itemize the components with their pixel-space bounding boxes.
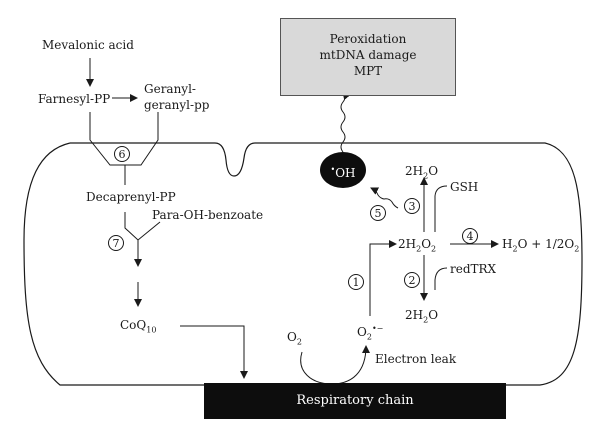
step-5-circle: 5	[370, 205, 386, 221]
para-oh-benzoate-label: Para-OH-benzoate	[152, 208, 264, 222]
step-7-circle: 7	[108, 235, 124, 251]
step-6-circle: 6	[114, 146, 130, 162]
h2o-half-o2-label: H2O + 1/2O2	[502, 237, 580, 254]
curve-redtrx	[434, 267, 448, 290]
gsh-label: GSH	[450, 180, 479, 194]
decaprenyl-pp-label: Decaprenyl-PP	[86, 190, 176, 204]
farnesyl-pp-label: Farnesyl-PP	[38, 92, 111, 106]
redtrx-label: redTRX	[450, 262, 497, 276]
coq10-label: CoQ10	[120, 318, 157, 335]
damage-mpt: MPT	[353, 64, 383, 78]
o2-label: O2	[287, 330, 302, 347]
arrow-superoxide-h2o2	[369, 240, 397, 316]
geranyl-label-1: Geranyl-	[144, 82, 196, 96]
damage-mtdna: mtDNA damage	[319, 48, 417, 62]
mevalonic-acid-label: Mevalonic acid	[42, 38, 134, 52]
hydroxyl-radical: •OH	[320, 152, 366, 188]
curve-step-3	[434, 185, 448, 232]
h2o-top-label: 2H2O	[405, 164, 439, 181]
step-4-circle: 4	[462, 228, 478, 244]
arrow-coq10-resp	[180, 325, 248, 379]
electron-leak-label: Electron leak	[375, 352, 457, 366]
y-junction-step-7	[124, 212, 161, 241]
step-1-circle: 1	[348, 274, 364, 290]
step-2-circle: 2	[404, 272, 420, 288]
respiratory-chain-bar: Respiratory chain	[204, 383, 506, 419]
h2o2-label: 2H2O2	[398, 237, 437, 254]
damage-box: Peroxidation mtDNA damage MPT	[280, 18, 456, 96]
superoxide-label: O2•−	[357, 324, 384, 342]
h2o-bottom-label: 2H2O	[405, 308, 439, 325]
damage-peroxidation: Peroxidation	[329, 32, 407, 46]
wavy-h2o2-to-oh	[370, 187, 399, 209]
mitochondrion-membrane	[23, 142, 583, 386]
wavy-oh-to-box	[340, 91, 351, 153]
arc-electron-leak	[300, 345, 370, 385]
step-3-circle: 3	[404, 198, 420, 214]
geranyl-label-2: geranyl-pp	[144, 98, 210, 112]
